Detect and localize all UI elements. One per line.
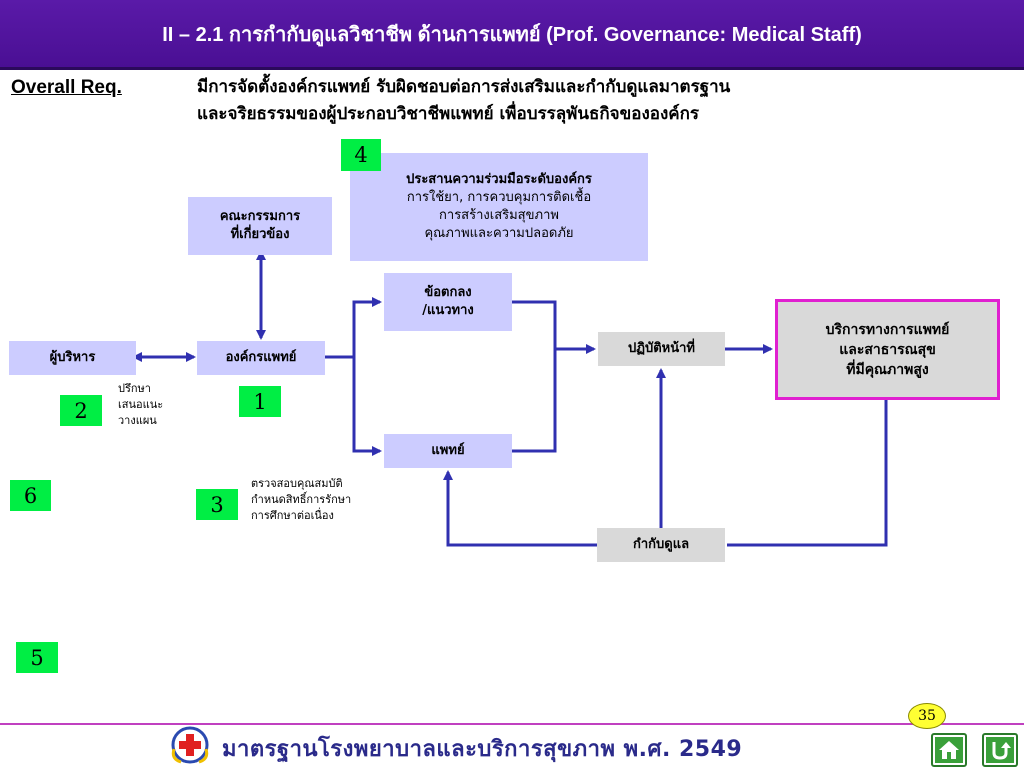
- committee-box: คณะกรรมการ ที่เกี่ยวข้อง: [188, 197, 332, 255]
- footer-rule: [0, 723, 1024, 725]
- home-button[interactable]: [931, 733, 967, 767]
- slide-title: II – 2.1 การกำกับดูแลวิชาชีพ ด้านการแพทย…: [162, 23, 862, 46]
- marker-6: 6: [10, 480, 51, 511]
- advice-line-2: เสนอแนะ: [118, 398, 164, 411]
- duty-box: ปฏิบัติหน้าที่: [598, 332, 725, 366]
- services-line-1: บริการทางการแพทย์: [825, 321, 950, 338]
- coordination-box: ประสานความร่วมมือระดับองค์กร การใช้ยา, ก…: [350, 153, 648, 261]
- committee-line-1: คณะกรรมการ: [219, 209, 301, 224]
- services-line-2: และสาธารณสุข: [839, 341, 936, 358]
- credential-line-3: การศึกษาต่อเนื่อง: [251, 509, 334, 522]
- executive-label: ผู้บริหาร: [49, 350, 96, 365]
- footer-text: มาตรฐานโรงพยาบาลและบริการสุขภาพ พ.ศ. 254…: [222, 737, 743, 762]
- requirement-text: มีการจัดตั้งองค์กรแพทย์ รับผิดชอบต่อการส…: [197, 74, 997, 128]
- requirement-line-2: และจริยธรรมของผู้ประกอบวิชาชีพแพทย์ เพื่…: [197, 104, 700, 124]
- marker-5: 5: [16, 642, 58, 673]
- hospital-cross-logo: [171, 726, 209, 764]
- marker-2: 2: [60, 395, 102, 426]
- credential-line-1: ตรวจสอบคุณสมบัติ: [251, 477, 343, 490]
- committee-line-2: ที่เกี่ยวข้อง: [230, 227, 290, 242]
- page-number-badge: 35: [908, 703, 946, 729]
- supervision-box: กำกับดูแล: [597, 528, 725, 562]
- header-rule: [0, 67, 1024, 70]
- marker-3: 3: [196, 489, 238, 520]
- arrow-supervision-to-physician: [443, 470, 597, 547]
- arrow-to-agreement: [352, 297, 382, 357]
- duty-label: ปฏิบัติหน้าที่: [628, 341, 695, 356]
- executive-box: ผู้บริหาร: [9, 341, 136, 375]
- requirement-label: Overall Req.: [11, 77, 122, 98]
- return-button[interactable]: [982, 733, 1018, 767]
- coordination-line-1: การใช้ยา, การควบคุมการติดเชื้อ: [406, 190, 592, 205]
- agreement-line-2: /แนวทาง: [422, 303, 474, 318]
- services-line-3: ที่มีคุณภาพสูง: [846, 361, 929, 378]
- header-bar: II – 2.1 การกำกับดูแลวิชาชีพ ด้านการแพทย…: [0, 0, 1024, 67]
- arrow-to-physician: [352, 357, 382, 456]
- physician-label: แพทย์: [431, 443, 465, 458]
- physician-box: แพทย์: [384, 434, 512, 468]
- advice-line-3: วางแผน: [118, 414, 157, 427]
- agreement-box: ข้อตกลง /แนวทาง: [384, 273, 512, 331]
- credential-note: ตรวจสอบคุณสมบัติ กำหนดสิทธิ์การรักษา การ…: [251, 476, 351, 524]
- agreement-line-1: ข้อตกลง: [424, 285, 472, 300]
- marker-1: 1: [239, 386, 281, 417]
- coordination-line-3: คุณภาพและความปลอดภัย: [424, 226, 574, 241]
- medical-org-box: องค์กรแพทย์: [197, 341, 325, 375]
- medical-org-label: องค์กรแพทย์: [225, 350, 297, 365]
- advice-line-1: ปรึกษา: [118, 382, 151, 395]
- services-box: บริการทางการแพทย์ และสาธารณสุข ที่มีคุณภ…: [775, 299, 1000, 400]
- coordination-line-2: การสร้างเสริมสุขภาพ: [439, 208, 559, 223]
- return-icon: [986, 737, 1014, 763]
- line-services-to-supervision: [727, 400, 888, 547]
- supervision-label: กำกับดูแล: [632, 537, 690, 552]
- credential-line-2: กำหนดสิทธิ์การรักษา: [251, 493, 352, 506]
- line-agreement-merge: [512, 300, 557, 453]
- advice-note: ปรึกษา เสนอแนะ วางแผน: [118, 381, 163, 429]
- home-icon: [935, 737, 963, 763]
- requirement-line-1: มีการจัดตั้งองค์กรแพทย์ รับผิดชอบต่อการส…: [197, 77, 731, 97]
- coordination-title: ประสานความร่วมมือระดับองค์กร: [406, 172, 592, 187]
- marker-4: 4: [341, 139, 381, 171]
